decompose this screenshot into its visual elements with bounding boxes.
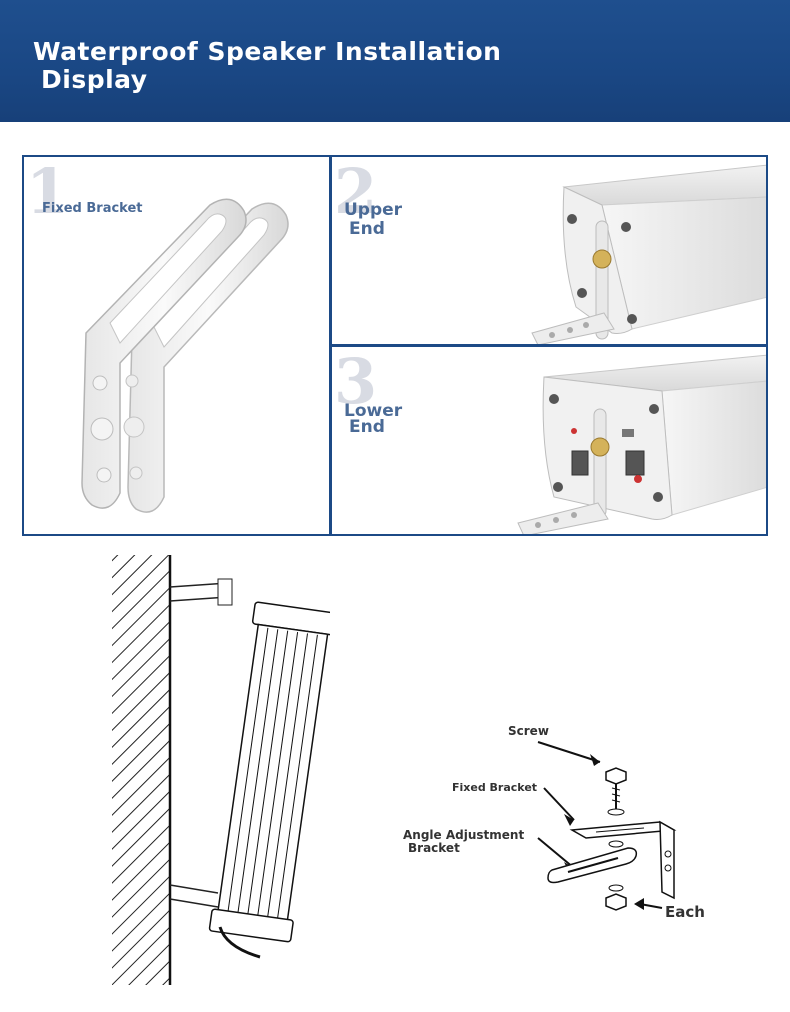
panel-number-2: 2 [334,155,378,228]
fixed-bracket-label: Fixed Bracket [452,781,538,794]
each-label: Each [665,903,705,921]
fixed-bracket-image [81,198,289,513]
panel-2-label: Upper End [344,201,402,239]
angle-bracket-label: Angle Adjustment Bracket [403,829,524,855]
panel-3-label-line2: End [349,417,385,437]
panel-3-label: Lower End [344,401,403,437]
panel-fixed-bracket: 1 Fixed Bracket [22,155,331,536]
panel-2-label-line1: Upper [344,200,403,220]
wall-mount-diagram [112,555,330,985]
screw-label: Screw [508,724,549,738]
header-banner: Waterproof Speaker Installation Display [0,0,790,122]
speaker-lower-end-image [517,354,766,534]
title-line2: Display [41,65,148,94]
panel-2-label-line2: End [349,219,385,239]
panel-lower-end: 3 Lower End [330,345,768,536]
panel-1-label: Fixed Bracket [42,201,143,216]
panel-3-label-line1: Lower [344,401,403,421]
title-line1: Waterproof Speaker Installation [33,37,502,66]
panel-number-1: 1 [26,155,70,228]
angle-bracket-line1: Angle Adjustment [403,828,525,842]
speaker-upper-end-image [531,164,766,344]
panel-number-3: 3 [334,345,378,418]
angle-bracket-line2: Bracket [408,841,460,855]
bracket-exploded-diagram [537,741,677,911]
panel-upper-end: 2 Upper End [330,155,768,346]
page-title: Waterproof Speaker Installation Display [33,38,553,94]
